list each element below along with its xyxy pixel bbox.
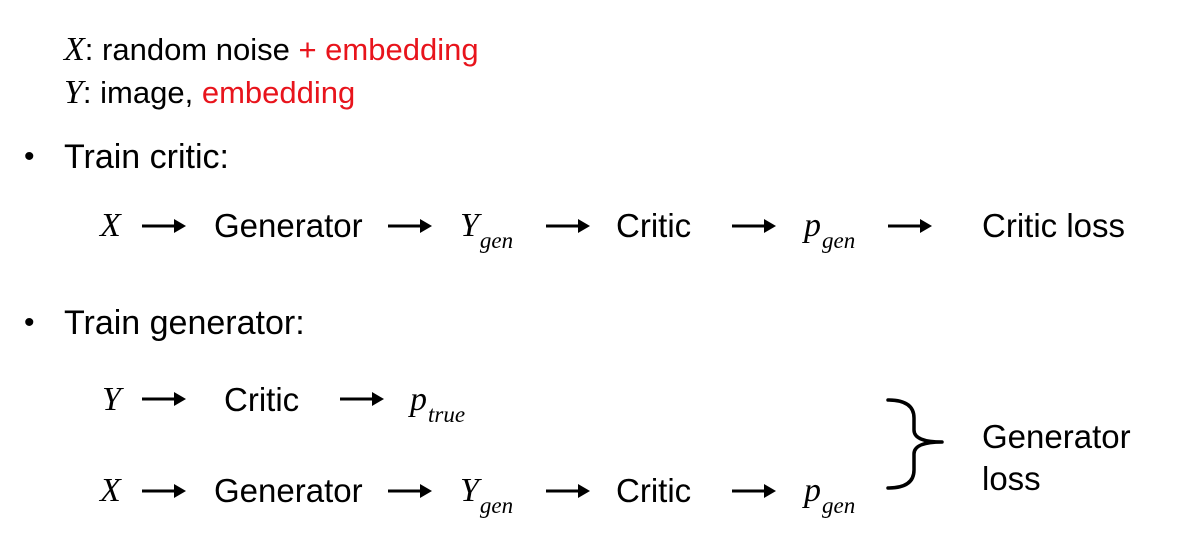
generator-loss-line2: loss	[982, 460, 1041, 497]
arrow-icon	[732, 484, 776, 498]
arrow-icon	[142, 219, 186, 233]
bullet-generator: •	[24, 306, 35, 339]
ygen-var: Y	[460, 207, 479, 244]
bullet-critic: •	[24, 140, 35, 173]
def-x-var: X	[64, 31, 85, 68]
arrow-icon	[340, 392, 384, 406]
arrow-icon	[732, 219, 776, 233]
pgen-var: p	[804, 207, 821, 244]
generator-loss-line1: Generator	[982, 418, 1131, 455]
curly-brace-icon	[886, 398, 944, 490]
critic-flow-pgen: pgen	[804, 206, 856, 253]
def-x-accent: + embedding	[298, 32, 479, 67]
gen-fake-pgen: pgen	[804, 471, 856, 518]
fake-pgen-var: p	[804, 472, 821, 509]
def-x-text: random noise	[93, 32, 299, 67]
ygen-sub: gen	[479, 228, 514, 253]
gen-fake-ygen: Ygen	[460, 471, 514, 518]
def-y-colon: :	[82, 75, 92, 110]
heading-train-generator: Train generator:	[64, 304, 305, 342]
critic-flow-ygen: Ygen	[460, 206, 514, 253]
arrow-icon	[388, 219, 432, 233]
critic-flow-generator: Generator	[214, 207, 363, 244]
fake-ygen-sub: gen	[479, 493, 514, 518]
arrow-icon	[388, 484, 432, 498]
gen-fake-generator: Generator	[214, 472, 363, 509]
def-y-var: Y	[64, 74, 83, 111]
gen-real-y: Y	[102, 381, 121, 418]
pgen-sub: gen	[822, 228, 856, 253]
definition-y: Y: image, embedding	[64, 73, 355, 113]
arrow-icon	[546, 484, 590, 498]
fake-pgen-sub: gen	[822, 493, 856, 518]
critic-flow-critic: Critic	[616, 207, 692, 244]
arrow-icon	[888, 219, 932, 233]
ptrue-sub: true	[428, 402, 466, 427]
def-y-accent: embedding	[201, 75, 356, 110]
critic-flow-loss: Critic loss	[982, 207, 1126, 244]
def-x-colon: :	[84, 32, 94, 67]
arrow-icon	[142, 484, 186, 498]
fake-ygen-var: Y	[460, 472, 479, 509]
definition-x: X: random noise + embedding	[64, 30, 479, 70]
ptrue-var: p	[410, 381, 427, 418]
arrow-icon	[142, 392, 186, 406]
gen-fake-critic: Critic	[616, 472, 692, 509]
def-y-text: image,	[91, 75, 202, 110]
gen-fake-x: X	[100, 472, 121, 509]
critic-flow-x: X	[100, 207, 121, 244]
heading-train-critic: Train critic:	[64, 138, 229, 176]
gen-real-critic: Critic	[224, 381, 300, 418]
gen-real-ptrue: ptrue	[410, 380, 466, 427]
arrow-icon	[546, 219, 590, 233]
